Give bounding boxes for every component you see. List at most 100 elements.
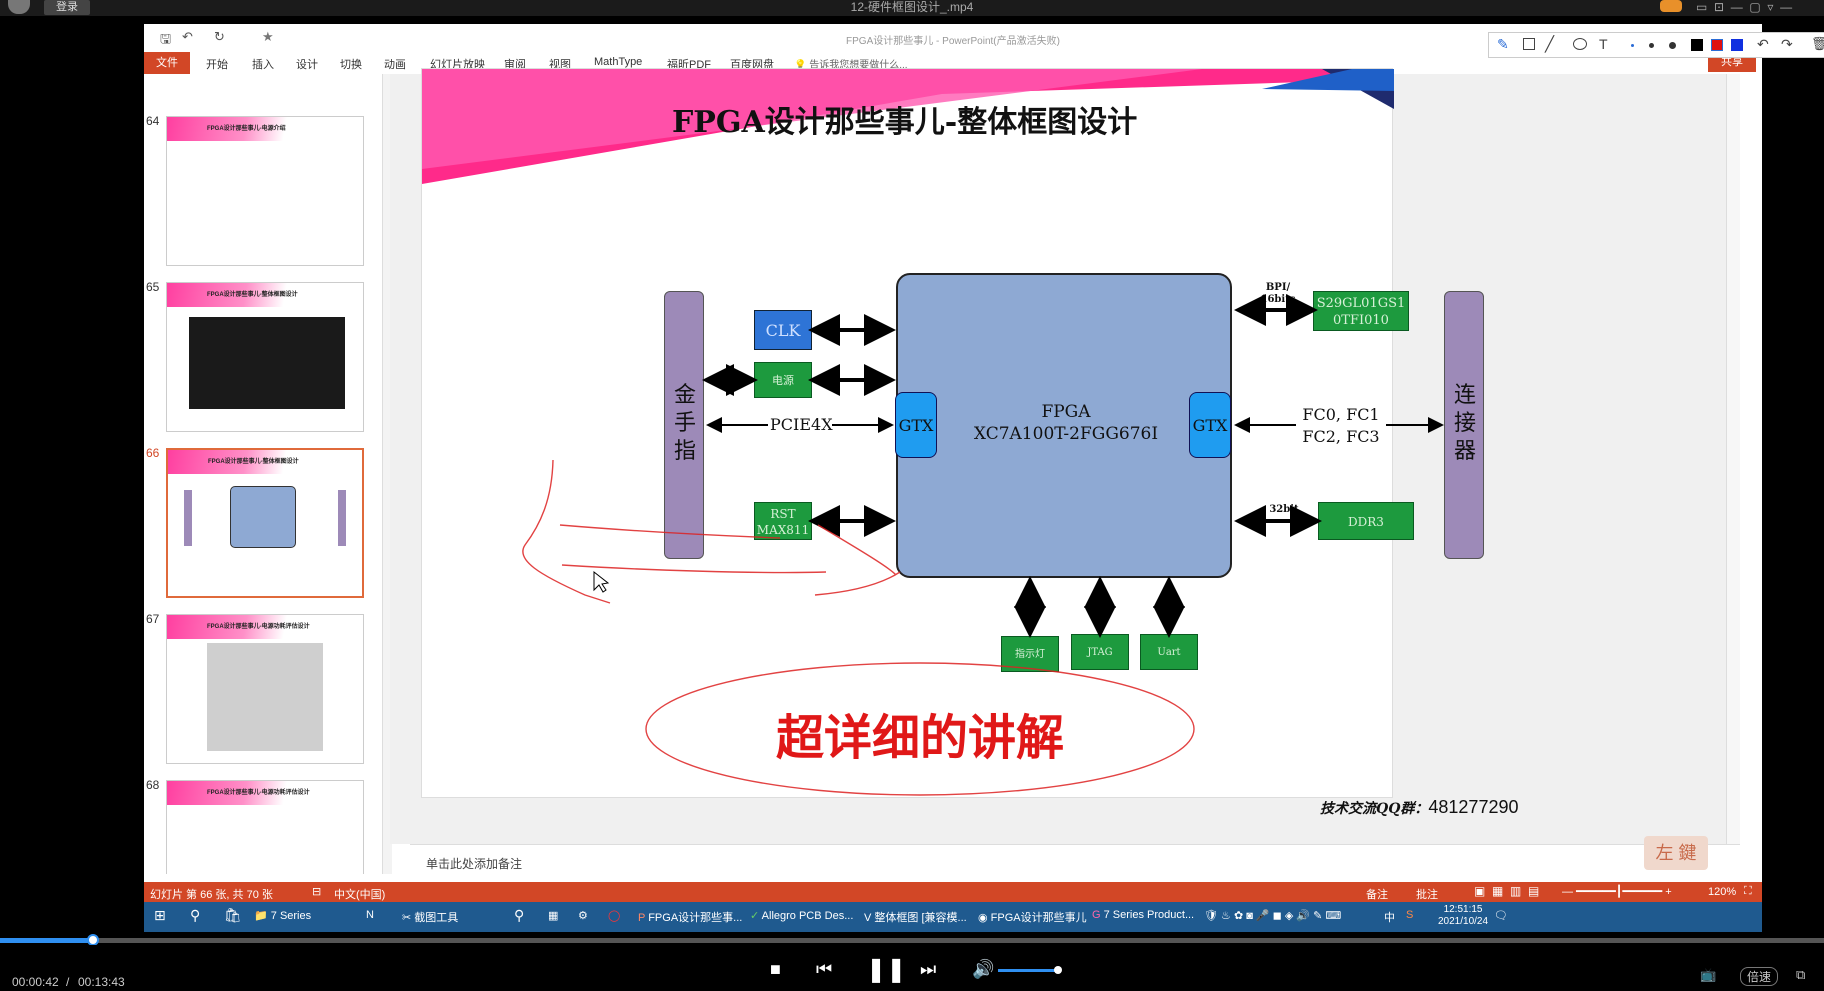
store-icon[interactable]: 🛍 xyxy=(224,907,242,923)
text-icon[interactable]: T xyxy=(1599,36,1608,52)
line-icon[interactable]: ╱ xyxy=(1545,36,1555,53)
redo-annotation-icon[interactable]: ↷ xyxy=(1781,36,1793,52)
redo-icon[interactable]: ↻ xyxy=(214,29,225,44)
star-icon[interactable]: ★ xyxy=(262,29,274,44)
onenote-icon[interactable]: N xyxy=(366,909,374,921)
opera-icon[interactable]: ◯ xyxy=(608,910,621,922)
flash-block: S29GL01GS1 0TFI010 xyxy=(1313,291,1409,331)
zoom-level[interactable]: 120% xyxy=(1708,886,1737,898)
notes-pane[interactable]: 单击此处添加备注 xyxy=(410,844,1740,880)
stop-icon[interactable]: ■ xyxy=(770,959,781,979)
clock[interactable]: 12:51:15 2021/10/24 xyxy=(1438,904,1488,928)
calculator-icon[interactable]: ▦ xyxy=(548,910,559,922)
tab-home[interactable]: 开始 xyxy=(206,59,228,71)
tab-transitions[interactable]: 切换 xyxy=(340,59,362,71)
undo-annotation-icon[interactable]: ↶ xyxy=(1757,36,1769,52)
previous-icon[interactable]: ⏮ xyxy=(816,959,833,979)
windows-taskbar: ⊞ ⚲ 🛍 📁 7 Series N ✂ 截图工具 ⚲ ▦ ⚙ ◯ P FPGA… xyxy=(144,902,1762,932)
editor-scrollbar[interactable] xyxy=(1726,74,1740,844)
playlist-icon[interactable]: ⧉ xyxy=(1796,967,1806,982)
view-buttons[interactable]: ▣ ▦ ▥ ▤ xyxy=(1474,884,1540,898)
notification-icon[interactable]: 🗨 xyxy=(1494,910,1508,922)
taskbar-item-snipping[interactable]: ✂ 截图工具 xyxy=(402,909,458,925)
dot-large-icon[interactable] xyxy=(1669,42,1676,49)
search-icon[interactable]: ⚲ xyxy=(190,907,201,923)
slide-thumbnail[interactable]: FPGA设计那些事儿-电源介绍 xyxy=(166,116,364,266)
slide-thumbnail-pane: 64 FPGA设计那些事儿-电源介绍 65 FPGA设计那些事儿-整体框图设计 … xyxy=(144,74,384,874)
settings-icon[interactable]: ⚙ xyxy=(578,910,588,922)
thumb-number: 66 xyxy=(146,446,160,460)
taskbar-item-ppt2[interactable]: ◉ FPGA设计那些事儿 xyxy=(978,909,1087,925)
color-blue-swatch[interactable] xyxy=(1731,39,1743,51)
taskbar-item-pdf[interactable]: G 7 Series Product... xyxy=(1092,909,1194,921)
fc-line1: FC0, FC1 xyxy=(1302,405,1380,424)
taskbar-item-ppt1[interactable]: P FPGA设计那些事... xyxy=(638,909,742,925)
taskbar-item-visio[interactable]: V 整体框图 [兼容模... xyxy=(864,909,967,925)
taskbar-item-label: 截图工具 xyxy=(414,912,459,924)
player-app-icon: ◉ xyxy=(978,912,988,924)
login-button[interactable]: 登录 xyxy=(44,0,90,15)
thumb-title: FPGA设计那些事儿-整体框图设计 xyxy=(207,292,298,298)
rst-line2: MAX811 xyxy=(756,523,810,537)
ime-indicator[interactable]: 中 xyxy=(1384,912,1395,924)
tell-me-box[interactable]: 💡 告诉我您想要做什么... xyxy=(794,56,908,71)
qq-group-label: 技术交流QQ群：481277290 xyxy=(1320,797,1519,818)
slide-thumbnail-selected[interactable]: FPGA设计那些事儿-整体框图设计 xyxy=(166,448,364,598)
slide-thumbnail[interactable]: FPGA设计那些事儿-电源功耗评估设计 xyxy=(166,780,364,874)
folder-icon: 📁 xyxy=(254,910,268,922)
thumb-header xyxy=(167,615,363,639)
dot-medium-icon[interactable] xyxy=(1649,43,1654,48)
color-black-swatch[interactable] xyxy=(1691,39,1703,51)
uart-block: Uart xyxy=(1140,634,1198,670)
fit-slide-icon[interactable]: ⛶ xyxy=(1744,885,1752,897)
window-controls[interactable]: ▭ ⊡ — ▢ ▿ — xyxy=(1696,0,1793,14)
tab-file[interactable]: 文件 xyxy=(144,52,190,74)
volume-slider[interactable] xyxy=(998,966,1062,974)
gold-finger-label: 金手指 xyxy=(673,383,696,464)
magnifier-icon[interactable]: ⚲ xyxy=(514,907,525,923)
elapsed-time: 00:00:42 xyxy=(12,975,59,989)
next-icon[interactable]: ⏭ xyxy=(920,959,937,979)
video-progress-bar[interactable] xyxy=(0,934,1824,946)
tab-animations[interactable]: 动画 xyxy=(384,59,406,71)
windows-start-icon[interactable]: ⊞ xyxy=(154,907,166,923)
player-top-bar: 登录 12-硬件框图设计_.mp4 ▭ ⊡ — ▢ ▿ — xyxy=(0,0,1824,16)
gamepad-icon[interactable] xyxy=(1660,0,1682,12)
volume-knob[interactable] xyxy=(1054,966,1062,974)
video-progress-fill xyxy=(0,938,94,943)
highlight-text: 超详细的讲解 xyxy=(775,710,1064,766)
comments-button[interactable]: 批注 xyxy=(1416,889,1438,901)
lightbulb-icon: 💡 xyxy=(794,60,807,71)
thumb-title: FPGA设计那些事儿-电源功耗评估设计 xyxy=(207,790,310,796)
notes-button[interactable]: 备注 xyxy=(1366,889,1388,901)
taskbar-item-allegro[interactable]: ✓ Allegro PCB Des... xyxy=(750,909,853,922)
pen-icon[interactable]: ✎ xyxy=(1497,36,1509,52)
undo-icon[interactable]: ↶ xyxy=(182,29,193,44)
slide-thumbnail[interactable]: FPGA设计那些事儿-电源功耗评估设计 xyxy=(166,614,364,764)
pause-icon[interactable]: ❚❚ xyxy=(866,956,907,983)
thumb-scrollbar[interactable] xyxy=(382,74,392,874)
system-tray-icons[interactable]: 🛡 ♨ ✿ ◙ 🎤 ◼ ◈ 🔊 ✎ ⌨ xyxy=(1204,910,1342,922)
slide-thumbnail[interactable]: FPGA设计那些事儿-整体框图设计 xyxy=(166,282,364,432)
trash-icon[interactable]: 🗑 xyxy=(1811,36,1824,51)
tab-design[interactable]: 设计 xyxy=(296,59,318,71)
zoom-slider[interactable]: — ━━━━━━┃━━━━━━ + xyxy=(1562,886,1672,898)
tv-icon[interactable]: 📺 xyxy=(1700,967,1717,982)
sogou-icon[interactable]: S xyxy=(1406,909,1414,921)
taskbar-item-folder[interactable]: 📁 7 Series xyxy=(254,909,311,922)
fpga-block: FPGA XC7A100T-2FGG676I xyxy=(896,273,1232,578)
pdf-icon: G xyxy=(1092,909,1101,921)
volume-icon[interactable]: 🔊 xyxy=(972,959,995,979)
spellcheck-icon[interactable]: ⊟ xyxy=(312,886,322,898)
ellipse-icon[interactable] xyxy=(1573,38,1587,50)
ddr3-block: DDR3 xyxy=(1318,502,1414,540)
rectangle-icon[interactable] xyxy=(1523,38,1535,50)
color-red-swatch[interactable] xyxy=(1711,39,1723,51)
tab-mathtype[interactable]: MathType xyxy=(594,56,643,68)
tab-insert[interactable]: 插入 xyxy=(252,59,274,71)
speed-button[interactable]: 倍速 xyxy=(1740,967,1779,986)
dot-small-icon[interactable] xyxy=(1631,44,1634,47)
mini-right-bar xyxy=(338,490,346,546)
save-icon[interactable]: 🖫 xyxy=(160,31,172,46)
